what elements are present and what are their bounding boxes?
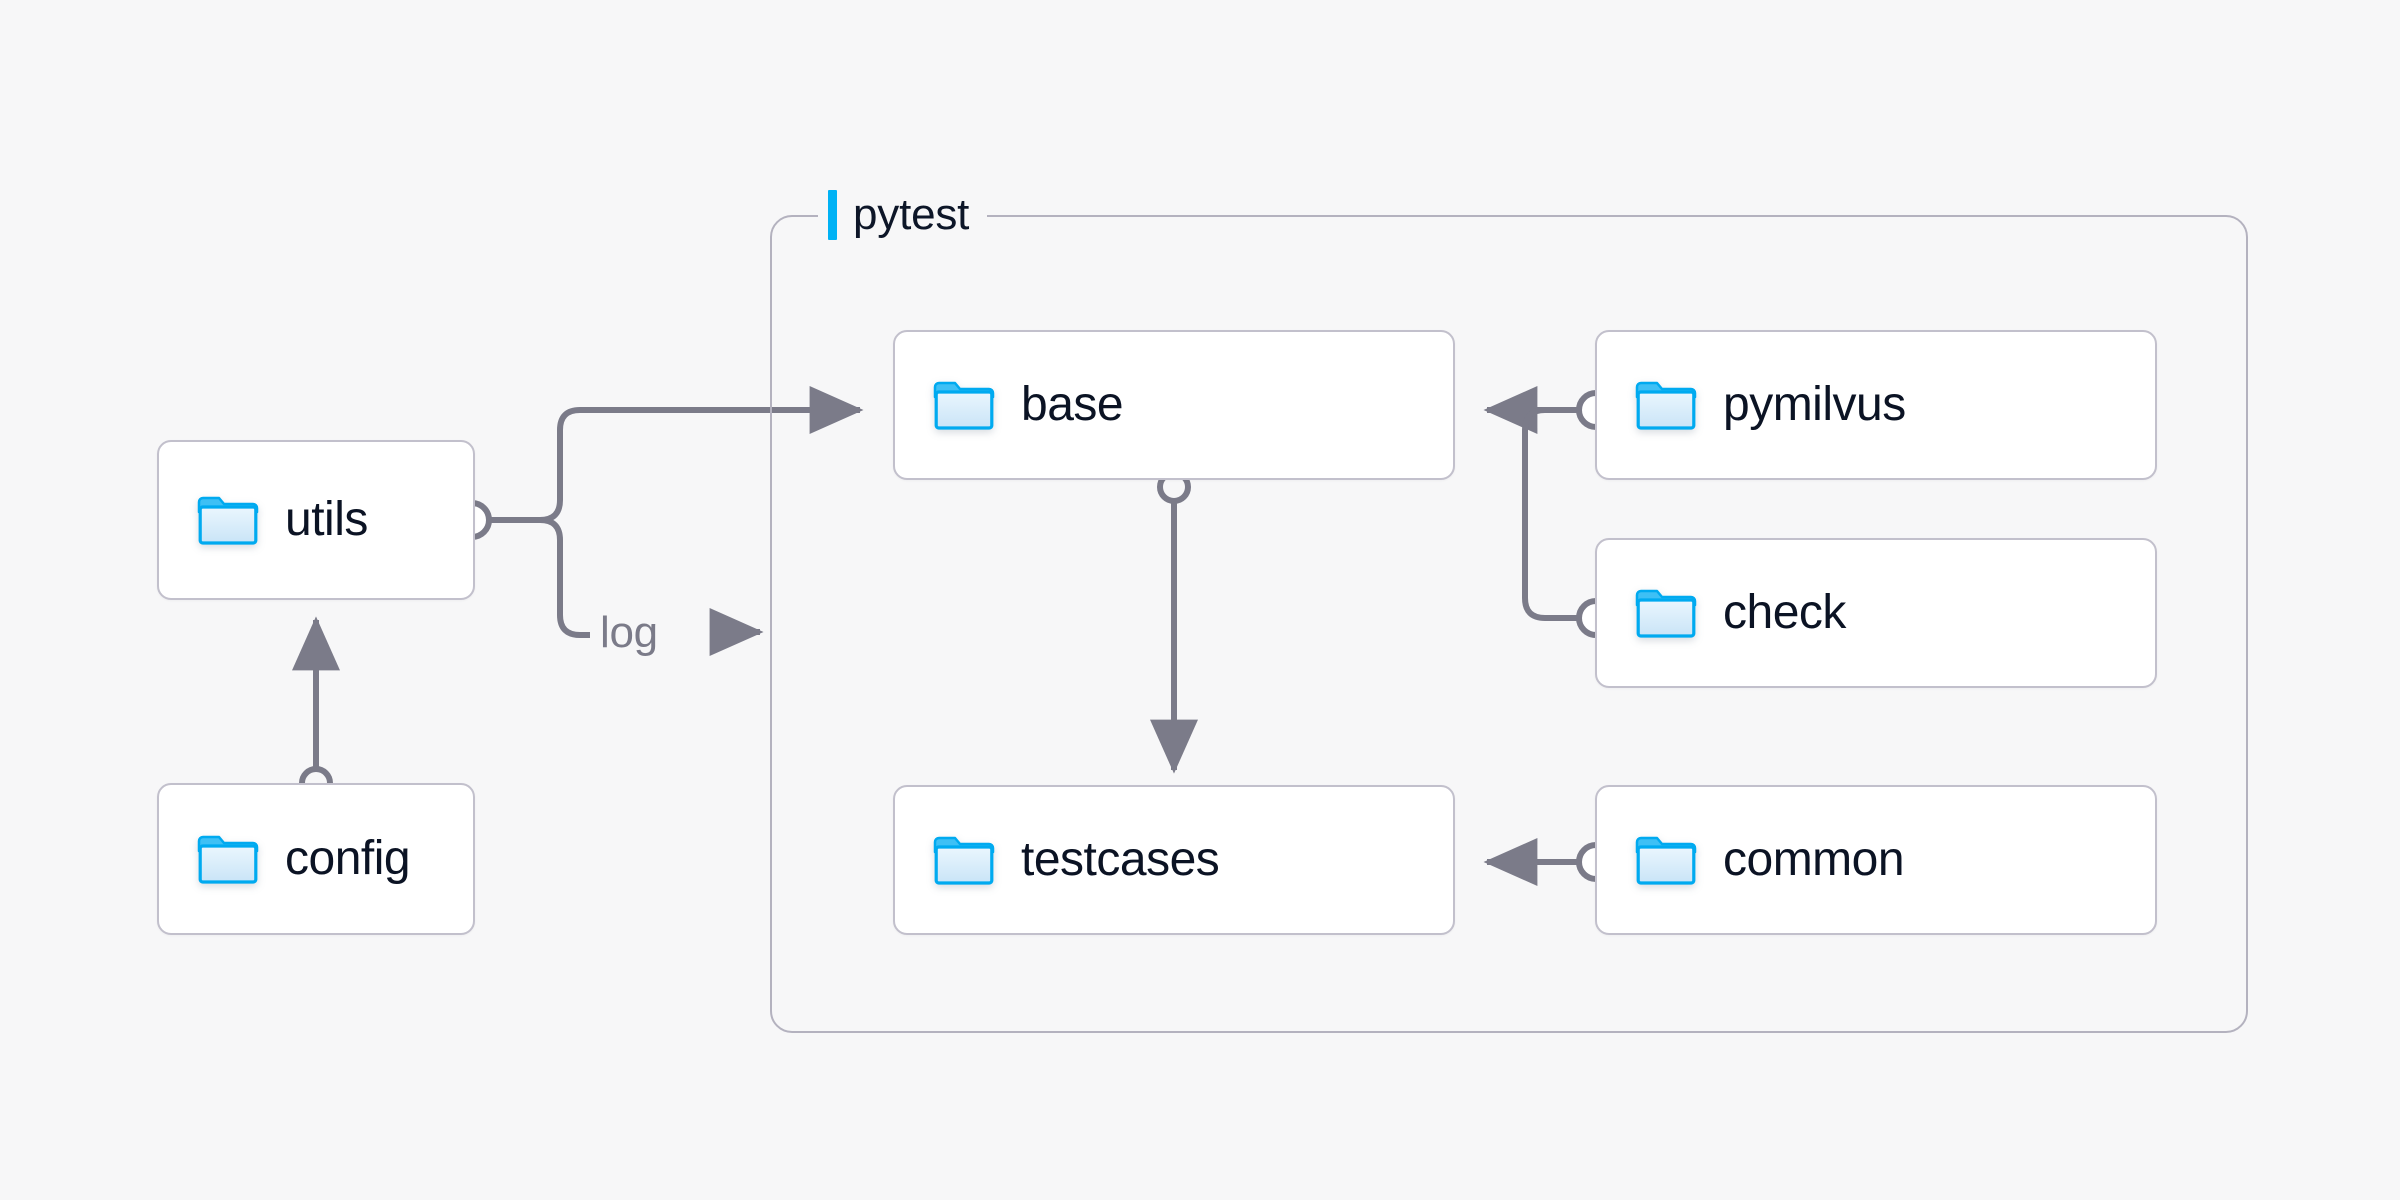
node-label: testcases [1021,833,1220,886]
edge-label-log: log [600,608,658,657]
node-label: base [1021,378,1124,431]
folder-icon [1635,587,1697,639]
folder-icon [1635,834,1697,886]
folder-icon [933,379,995,431]
node-base[interactable]: base [893,330,1455,480]
node-testcases[interactable]: testcases [893,785,1455,935]
node-utils[interactable]: utils [157,440,475,600]
folder-icon [197,494,259,546]
node-check[interactable]: check [1595,538,2157,688]
folder-icon [197,833,259,885]
folder-icon [1635,379,1697,431]
node-pymilvus[interactable]: pymilvus [1595,330,2157,480]
group-title-text: pytest [853,190,970,239]
node-label: config [285,832,411,885]
node-config[interactable]: config [157,783,475,935]
node-common[interactable]: common [1595,785,2157,935]
group-pytest [770,215,2248,1033]
node-label: pymilvus [1723,378,1906,431]
node-label: utils [285,493,368,546]
edge-config-utils [292,616,340,800]
accent-bar-icon [828,190,837,240]
node-label: common [1723,833,1905,886]
folder-icon [933,834,995,886]
group-pytest-label: pytest [818,186,988,244]
node-label: check [1723,586,1846,639]
